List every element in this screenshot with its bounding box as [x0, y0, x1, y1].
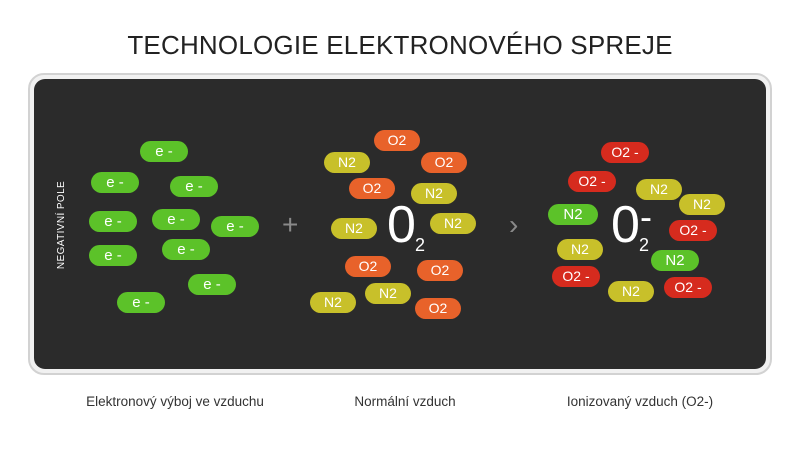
nitrogen-molecule-green: N2 — [548, 204, 598, 225]
electron-pill: e - — [211, 216, 259, 237]
center-molecule-subscript: 2 — [415, 235, 426, 255]
oxygen-molecule: O2 — [417, 260, 463, 281]
oxygen-molecule: O2 — [345, 256, 391, 277]
caption-electron-discharge: Elektronový výboj ve vzduchu — [86, 394, 264, 409]
nitrogen-molecule: N2 — [411, 183, 457, 204]
electron-pill: e - — [188, 274, 236, 295]
electron-pill: e - — [89, 245, 137, 266]
oxygen-ion-molecule: O2 - — [664, 277, 712, 298]
nitrogen-molecule-green: N2 — [651, 250, 699, 271]
plus-operator: + — [282, 209, 299, 240]
oxygen-molecule: O2 — [421, 152, 467, 173]
oxygen-molecule: O2 — [349, 178, 395, 199]
oxygen-ion-molecule: O2 - — [568, 171, 616, 192]
ion-molecule-charge: - — [640, 196, 652, 237]
nitrogen-molecule: N2 — [679, 194, 725, 215]
nitrogen-molecule: N2 — [430, 213, 476, 234]
ion-molecule-subscript: 2 — [639, 235, 650, 255]
electron-pill: e - — [89, 211, 137, 232]
caption-normal-air: Normální vzduch — [354, 394, 456, 409]
electron-pill: e - — [91, 172, 139, 193]
oxygen-ion-molecule: O2 - — [669, 220, 717, 241]
center-molecule-symbol: 0 — [387, 196, 416, 254]
caption-ionized-air: Ionizovaný vzduch (O2-) — [566, 394, 714, 409]
negative-pole-label: NEGATIVNÍ POLE — [56, 180, 67, 270]
electron-pill: e - — [152, 209, 200, 230]
nitrogen-molecule: N2 — [557, 239, 603, 260]
nitrogen-molecule: N2 — [310, 292, 356, 313]
oxygen-ion-molecule: O2 - — [601, 142, 649, 163]
electron-pill: e - — [170, 176, 218, 197]
nitrogen-molecule: N2 — [365, 283, 411, 304]
oxygen-ion-molecule: O2 - — [552, 266, 600, 287]
electron-pill: e - — [162, 239, 210, 260]
nitrogen-molecule: N2 — [324, 152, 370, 173]
oxygen-molecule: O2 — [374, 130, 420, 151]
nitrogen-molecule: N2 — [331, 218, 377, 239]
nitrogen-molecule: N2 — [636, 179, 682, 200]
electron-pill: e - — [117, 292, 165, 313]
nitrogen-molecule: N2 — [608, 281, 654, 302]
arrow-operator: › — [509, 209, 519, 240]
oxygen-molecule: O2 — [415, 298, 461, 319]
electron-pill: e - — [140, 141, 188, 162]
ion-molecule-symbol: 0 — [611, 196, 640, 254]
diagram-title: TECHNOLOGIE ELEKTRONOVÉHO SPREJE — [127, 30, 673, 60]
